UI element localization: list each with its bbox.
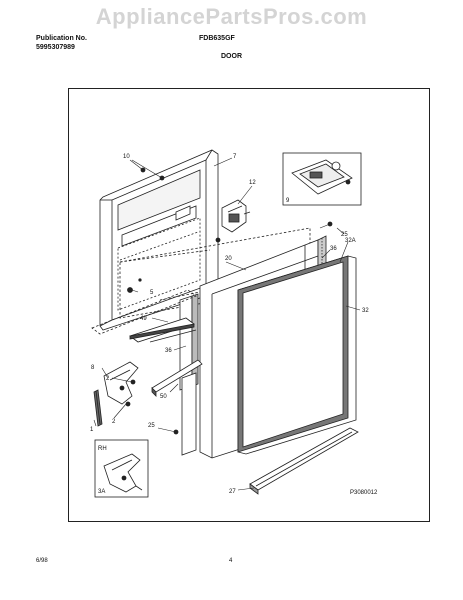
callout-36-mid: 36: [165, 348, 172, 354]
callout-27: 27: [229, 489, 236, 495]
rh-label: RH: [98, 446, 107, 452]
callout-25-top: 25: [341, 232, 348, 238]
callout-10: 10: [123, 154, 130, 160]
callout-20: 20: [225, 256, 232, 262]
footer-page-number: 4: [229, 558, 233, 564]
callout-5: 5: [150, 290, 154, 296]
bottom-trim: [249, 427, 359, 495]
hinge-assembly: [221, 199, 251, 233]
detail-inset: [282, 152, 362, 206]
hinge-arm: [93, 361, 139, 427]
callout-2-upper: 2: [106, 376, 110, 382]
callout-36-top: 36: [330, 246, 337, 252]
callout-49: 49: [140, 316, 147, 322]
publication-number: 5995307989: [36, 44, 75, 51]
callout-12: 12: [249, 180, 256, 186]
callout-9: 9: [286, 198, 290, 204]
leader-lines: [93, 157, 361, 491]
publication-label: Publication No.: [36, 35, 87, 42]
section-title: DOOR: [221, 53, 242, 60]
inner-door-frame: [99, 149, 219, 331]
callout-1: 1: [90, 427, 94, 433]
callout-3a: 3A: [98, 489, 105, 495]
watermark: AppliancePartsPros.com: [95, 4, 368, 29]
callout-32a: 32A: [345, 238, 356, 244]
callout-25-lower: 25: [148, 423, 155, 429]
rh-inset: [94, 439, 149, 498]
model-number: FDB635GF: [199, 35, 235, 42]
diagram-frame: [68, 88, 430, 522]
callout-8: 8: [91, 365, 95, 371]
front-door-panel: [237, 255, 357, 455]
callout-2-lower: 2: [112, 419, 116, 425]
callout-50: 50: [160, 394, 167, 400]
diagonal-rail: [151, 359, 203, 397]
callout-7: 7: [233, 154, 237, 160]
callout-labels: 10 7 12 9 25 36 32A 20 5 32 49 36 8 2 2 …: [90, 154, 378, 496]
diagram-code: P3080012: [350, 490, 378, 496]
slide-channel: [91, 289, 197, 343]
footer-date: 6/98: [36, 558, 48, 564]
callout-32: 32: [362, 308, 369, 314]
